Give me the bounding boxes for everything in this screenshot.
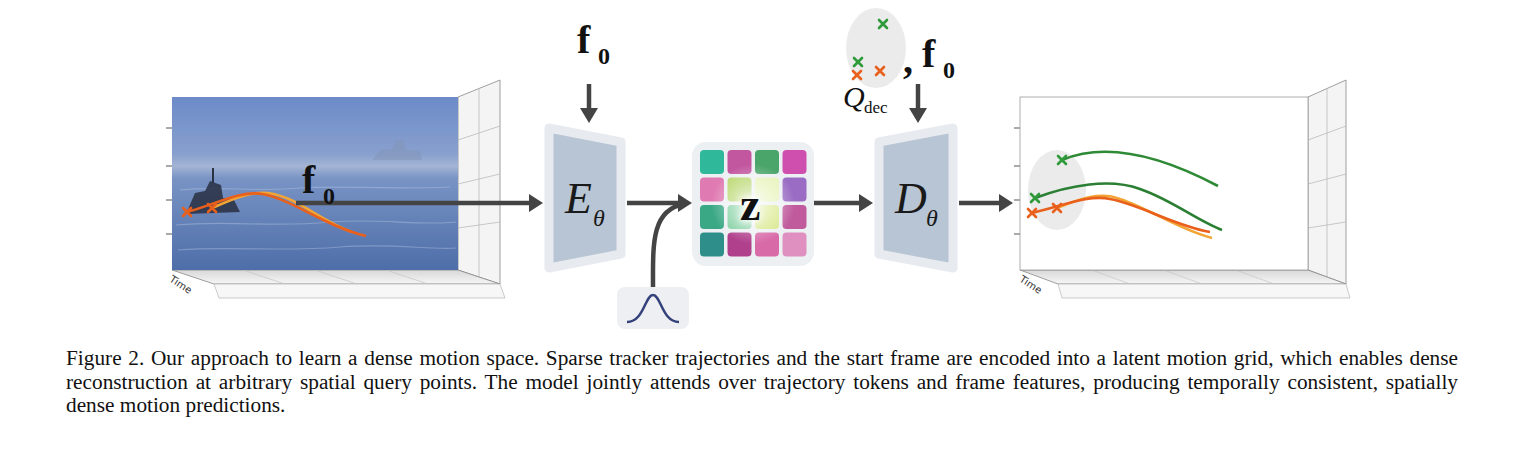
axis-label: Time: [168, 274, 194, 296]
volume-shape: [165, 75, 505, 303]
query-blob: [846, 8, 906, 88]
decoder-block: Dθ: [873, 122, 959, 274]
latent-tile: [783, 150, 807, 174]
latent-symbol: z: [740, 182, 760, 228]
latent-grid: z: [692, 142, 814, 266]
volume-shape: [1013, 75, 1353, 303]
arrow-head: [529, 194, 543, 212]
frame-symbol: f: [302, 160, 315, 200]
input-arrow: [587, 84, 592, 110]
subscript: 0: [943, 58, 955, 82]
noise-arrow: [653, 204, 684, 287]
flow-arrow: [814, 194, 873, 212]
arrow-head: [678, 194, 692, 212]
arrow-line: [959, 201, 1001, 206]
subscript: θ: [593, 206, 605, 230]
encoder-block: Eθ: [543, 122, 627, 274]
subscript: θ: [926, 206, 938, 230]
subscript: dec: [864, 99, 888, 116]
query-symbol: Q: [843, 82, 865, 112]
frame-symbol: f: [922, 34, 935, 74]
noise-box: [617, 287, 689, 329]
separator: ,: [903, 40, 913, 80]
block-symbol: D: [895, 177, 927, 221]
flow-arrow: [959, 194, 1013, 212]
frame-symbol: f: [577, 20, 590, 60]
subscript: 0: [323, 184, 335, 208]
arrow-line: [627, 201, 680, 206]
arrow-head: [999, 194, 1013, 212]
arrow-head: [909, 108, 927, 123]
arrow-head: [859, 194, 873, 212]
subscript: 0: [598, 44, 610, 68]
flow-arrow: [627, 194, 692, 212]
input-arrow: [916, 84, 921, 110]
latent-tile: [783, 233, 807, 257]
video-volume: Time: [165, 75, 505, 303]
figure-caption: Figure 2. Our approach to learn a dense …: [66, 347, 1458, 418]
output-volume: Time: [1013, 75, 1353, 303]
flow-arrow: [505, 194, 543, 212]
latent-tile: [700, 150, 724, 174]
arrow-line: [814, 201, 861, 206]
arrow-head: [580, 108, 598, 123]
query-points: [853, 20, 887, 79]
gaussian-curve: [627, 295, 679, 322]
latent-tiles: [700, 150, 807, 257]
block-symbol: E: [565, 177, 592, 221]
arrow-line: [505, 201, 531, 206]
latent-tile: [700, 233, 724, 257]
